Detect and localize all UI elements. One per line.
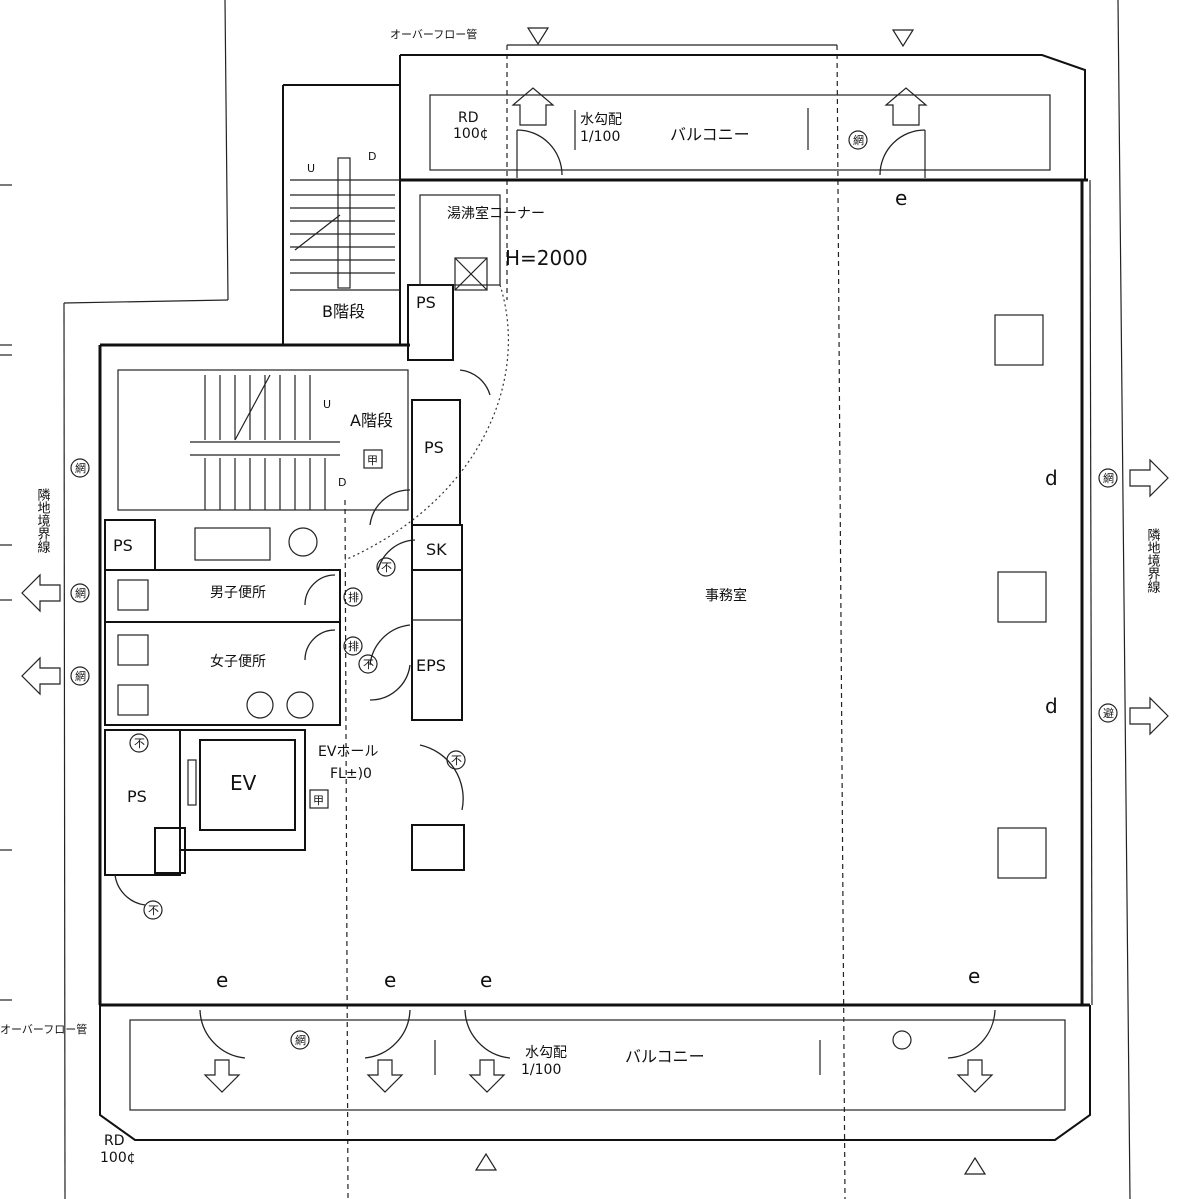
- window-mark-d-1: d: [1045, 466, 1058, 490]
- rd-bottom-size: 100¢: [100, 1150, 136, 1166]
- wire-glass-symbol-4: 網: [75, 586, 86, 600]
- slope-bottom-label: 水勾配: [525, 1045, 567, 1061]
- wire-glass-symbol-2: 網: [1103, 471, 1114, 485]
- stair-b-up: U: [307, 162, 315, 175]
- ev-hall-label: EVホール: [318, 744, 378, 760]
- stair-a: [117, 369, 409, 511]
- stair-a-up: U: [323, 398, 331, 411]
- window-mark-d-2: d: [1045, 694, 1058, 718]
- stair-b-label: B階段: [322, 302, 365, 321]
- door-mark-e-1: e: [216, 968, 228, 992]
- door-mark-e-3: e: [480, 968, 492, 992]
- ps-left-label: PS: [113, 536, 133, 555]
- sk-label: SK: [426, 540, 447, 559]
- core-rooms: [104, 194, 501, 876]
- exhaust-symbol-2: 排: [348, 639, 359, 653]
- mens-wc-label: 男子便所: [210, 585, 266, 601]
- door-mark-e-top: e: [895, 186, 907, 210]
- floor-level-label: FL±)0: [330, 766, 372, 782]
- door-mark-e-4: e: [968, 964, 980, 988]
- ev-label: EV: [230, 771, 257, 795]
- sink-corner-label: 湯沸室コーナー: [447, 205, 545, 222]
- wire-glass-symbol-5: 網: [75, 669, 86, 683]
- fireproof-symbol-3: 不: [134, 737, 145, 750]
- rd-top-size: 100¢: [453, 126, 489, 142]
- office-label: 事務室: [705, 587, 747, 604]
- stair-a-down: D: [338, 476, 346, 489]
- slope-top-ratio: 1/100: [580, 129, 620, 145]
- slope-bottom-ratio: 1/100: [521, 1062, 561, 1078]
- fireproof-symbol-2: 不: [363, 658, 374, 671]
- class-a-symbol-2: 甲: [313, 794, 324, 807]
- wire-glass-symbol-1: 網: [853, 133, 864, 147]
- stair-a-label: A階段: [350, 411, 393, 430]
- stair-b: [290, 157, 395, 289]
- eps-label: EPS: [416, 656, 446, 675]
- exhaust-symbol-1: 排: [348, 590, 359, 604]
- wire-glass-symbol-3: 網: [75, 461, 86, 475]
- class-a-symbol-1: 甲: [367, 454, 378, 467]
- womens-wc-label: 女子便所: [210, 653, 266, 670]
- evacuation-symbol: 避: [1103, 706, 1114, 720]
- stair-b-down: D: [368, 150, 376, 163]
- slope-top-label: 水勾配: [580, 112, 622, 128]
- site-lines: [0, 0, 1131, 1199]
- ps-top-label: PS: [416, 293, 436, 312]
- evacuation-arrows: [21, 27, 1169, 1175]
- grid-lines: [344, 44, 846, 1199]
- balcony-bottom-label: バルコニー: [625, 1047, 705, 1066]
- symbols: [70, 130, 1118, 1050]
- boundary-right-label: 隣地境界線: [1145, 527, 1161, 593]
- columns: [994, 314, 1047, 879]
- overflow-pipe-bottom-label: オーバーフロー管: [0, 1022, 87, 1036]
- ps-mid-label: PS: [424, 438, 444, 457]
- balcony-top-label: バルコニー: [670, 125, 750, 144]
- rd-bottom-label: RD: [104, 1133, 125, 1149]
- door-mark-e-2: e: [384, 968, 396, 992]
- ps-lower-label: PS: [127, 787, 147, 806]
- height-label: H=2000: [505, 246, 588, 270]
- boundary-left-label: 隣地境界線: [35, 487, 51, 553]
- rd-top-label: RD: [458, 110, 479, 126]
- overflow-pipe-top-label: オーバーフロー管: [390, 27, 477, 41]
- fireproof-symbol-4: 不: [451, 754, 462, 767]
- fireproof-symbol-1: 不: [381, 561, 392, 574]
- wire-glass-symbol-6: 網: [295, 1033, 306, 1047]
- fireproof-symbol-5: 不: [148, 904, 159, 917]
- doors: [114, 129, 996, 1059]
- outer-walls: [98, 54, 1093, 1141]
